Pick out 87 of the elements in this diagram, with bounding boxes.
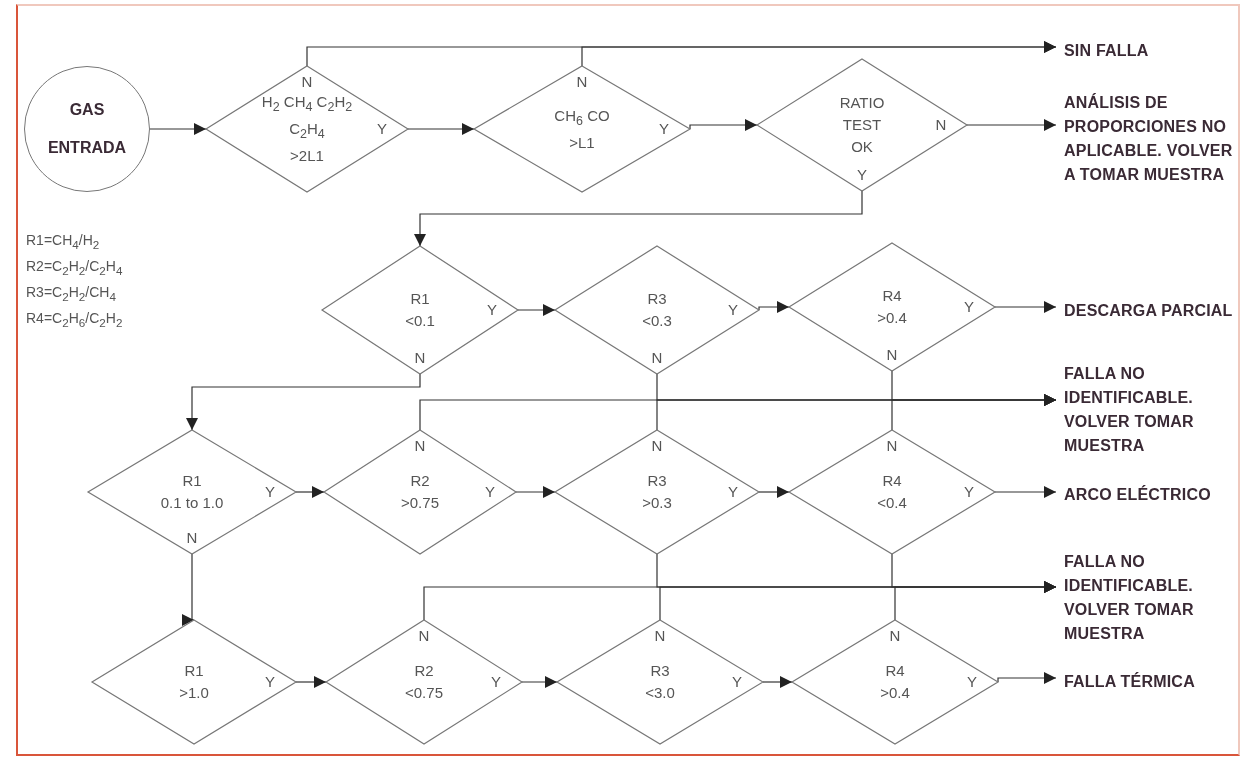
condition-text: R4 <box>884 661 906 681</box>
edge-label: N <box>414 350 426 366</box>
edge-label: Y <box>485 484 495 500</box>
edge-label: Y <box>964 299 974 315</box>
arrow <box>407 123 475 135</box>
arrow <box>515 486 556 498</box>
arrow <box>966 119 1057 131</box>
condition-text: <0.75 <box>404 683 444 703</box>
ratio-definition: R2=C$_{2}$H$_{2}$/C$_{2}$H$_{4}$ <box>26 258 123 277</box>
outcome-text: DESCARGA PARCIAL <box>1064 301 1233 321</box>
edge-label: N <box>651 438 663 454</box>
outcome-text: ANÁLISIS DE PROPORCIONES NO APLICABLE. VOLVER A TOMAR MUESTRA <box>1064 92 1234 185</box>
edge-label: N <box>186 530 198 546</box>
condition-text: H$_{2}$ CH$_{4}$ C$_{2}$H$_{2}$ C$_{2}$H$_{4}$ <box>260 92 354 143</box>
condition-text: >0.3 <box>641 493 673 513</box>
edge-label: N <box>886 347 898 363</box>
ratio-definition: R3=C$_{2}$H$_{2}$/CH$_{4}$ <box>26 284 116 303</box>
edge-label: N <box>654 628 666 644</box>
arrow <box>762 676 793 688</box>
condition-text: R3 <box>646 471 668 491</box>
edge-label: Y <box>728 484 738 500</box>
condition-text: 0.1 to 1.0 <box>159 493 225 513</box>
arrow <box>149 123 207 135</box>
condition-text: <0.4 <box>876 493 908 513</box>
condition-text: <0.3 <box>641 311 673 331</box>
condition-text: >0.4 <box>876 308 908 328</box>
condition-text: R2 <box>413 661 435 681</box>
arrow <box>994 301 1057 313</box>
edge-label: N <box>886 438 898 454</box>
arrow <box>894 581 1057 621</box>
condition-text: R1 <box>183 661 205 681</box>
edge-label: Y <box>964 484 974 500</box>
condition-text: R4 <box>881 471 903 491</box>
edge-label: N <box>651 350 663 366</box>
condition-text: >0.75 <box>400 493 440 513</box>
edge-label: N <box>576 74 588 90</box>
arrow <box>295 486 325 498</box>
condition-text: <3.0 <box>644 683 676 703</box>
condition-text: CH$_{6}$ CO <box>553 105 611 130</box>
arrow <box>186 373 421 431</box>
arrow <box>521 676 558 688</box>
edge-label: Y <box>857 167 867 183</box>
arrow <box>517 304 556 316</box>
arrow <box>997 672 1057 684</box>
outcome-text: ARCO ELÉCTRICO <box>1064 484 1211 505</box>
edge-label: Y <box>265 484 275 500</box>
edge-label: Y <box>377 121 387 137</box>
outcome-text: SIN FALLA <box>1064 41 1149 61</box>
edge-label: Y <box>732 674 742 690</box>
condition-text: R2 <box>409 471 431 491</box>
condition-text: >2L1 <box>289 146 325 166</box>
condition-text: R4 <box>881 286 903 306</box>
ratio-definition: R4=C$_{2}$H$_{6}$/C$_{2}$H$_{2}$ <box>26 310 123 329</box>
condition-text: <0.1 <box>404 311 436 331</box>
arrow <box>758 301 790 313</box>
arrow <box>182 553 195 626</box>
edge-label: Y <box>659 121 669 137</box>
condition-text: R1 <box>409 289 431 309</box>
edge-label: Y <box>491 674 501 690</box>
ratio-definition: R1=CH$_{4}$/H$_{2}$ <box>26 232 100 251</box>
start-label: GAS ENTRADA <box>46 100 128 158</box>
condition-text: >L1 <box>568 132 596 153</box>
arrow <box>758 486 790 498</box>
arrow <box>581 41 1057 67</box>
condition-text: R3 <box>649 661 671 681</box>
arrow <box>689 119 758 131</box>
outcome-text: FALLA NO IDENTIFICABLE. VOLVER TOMAR MUESTRA <box>1064 364 1195 456</box>
edge-label: Y <box>967 674 977 690</box>
condition-text: >0.4 <box>879 683 911 703</box>
condition-text: R1 <box>181 471 203 491</box>
edge-label: Y <box>265 674 275 690</box>
arrow <box>295 676 327 688</box>
edge-label: Y <box>728 302 738 318</box>
edge-label: N <box>414 438 426 454</box>
edge-label: N <box>935 117 947 133</box>
condition-text: >1.0 <box>178 683 210 703</box>
arrow <box>891 394 1057 431</box>
condition-text: RATIO TEST OK <box>838 93 886 157</box>
arrow <box>414 190 863 247</box>
edge-label: Y <box>487 302 497 318</box>
edge-label: N <box>889 628 901 644</box>
edge-label: N <box>301 74 313 90</box>
outcome-text: FALLA TÉRMICA <box>1064 671 1195 692</box>
edge-label: N <box>418 628 430 644</box>
outcome-text: FALLA NO IDENTIFICABLE. VOLVER TOMAR MUESTRA <box>1064 552 1195 644</box>
arrow <box>994 486 1057 498</box>
condition-text: R3 <box>646 289 668 309</box>
